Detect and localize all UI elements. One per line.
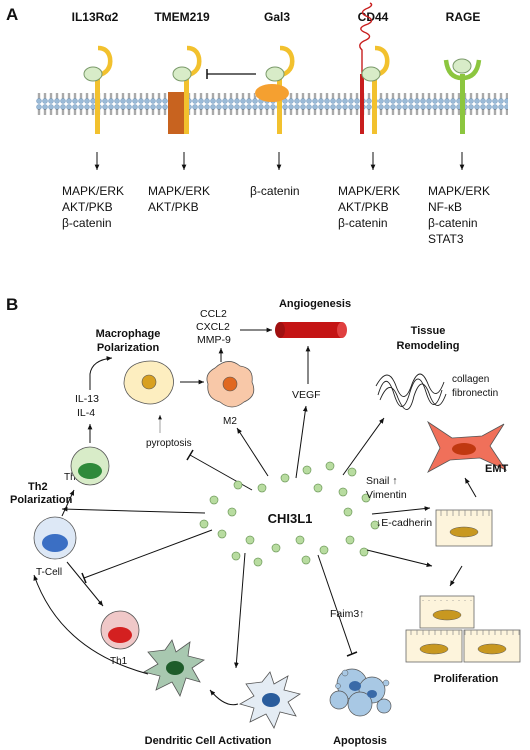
epithelial-cell bbox=[435, 509, 493, 547]
pathway-rage-4: STAT3 bbox=[428, 232, 464, 246]
proliferation-label: Proliferation bbox=[434, 673, 499, 685]
proliferating-cells bbox=[405, 595, 521, 663]
epithelial-to-proliferation-arrow bbox=[449, 565, 463, 587]
ccl2-label: CCL2 bbox=[200, 308, 227, 320]
pathway-cd44-1: MAPK/ERK bbox=[338, 184, 400, 198]
receptor-name-gal3: Gal3 bbox=[264, 10, 290, 24]
chi3l1-ligand bbox=[172, 66, 192, 82]
m2-label: M2 bbox=[223, 416, 237, 427]
rage-receptor bbox=[443, 58, 482, 134]
immature-dendritic-cell bbox=[238, 671, 301, 729]
dc-to-tcell-arrow bbox=[33, 574, 149, 675]
pathway-cd44-3: β-catenin bbox=[338, 216, 388, 230]
pathway-il13-2: AKT/PKB bbox=[62, 200, 113, 214]
macrophage-polarization-line2: Polarization bbox=[97, 342, 160, 354]
chi3l1-molecules bbox=[199, 461, 380, 567]
panel-a-label: A bbox=[6, 5, 18, 24]
chi3l1-inhibits-pyroptosis bbox=[189, 454, 253, 491]
receptor-name-cd44: CD44 bbox=[358, 10, 389, 24]
faim3-label: Faim3↑ bbox=[330, 608, 364, 620]
chi3l1-ligand bbox=[265, 66, 285, 82]
cytokines-to-macrophage-arrow bbox=[89, 356, 113, 390]
chi3l1-to-dc-arrow bbox=[234, 552, 246, 669]
angiogenesis-label: Angiogenesis bbox=[279, 298, 351, 310]
chi3l1-ligand bbox=[361, 66, 381, 82]
chi3l1-to-remodeling-arrow bbox=[342, 417, 385, 476]
m2-macrophage bbox=[206, 361, 255, 408]
chi3l1-inhibits-tcell bbox=[83, 529, 213, 579]
blood-vessel bbox=[275, 322, 347, 338]
gal3-receptor bbox=[255, 45, 295, 134]
m0-macrophage bbox=[123, 360, 174, 405]
apoptosis-label: Apoptosis bbox=[333, 735, 387, 747]
pathway-il13-1: MAPK/ERK bbox=[62, 184, 124, 198]
il13-label: IL-13 bbox=[75, 393, 99, 405]
tcell-to-th1-arrow bbox=[66, 561, 104, 607]
pathway-tmem-2: AKT/PKB bbox=[148, 200, 199, 214]
epithelial-to-emt-arrow bbox=[464, 477, 477, 498]
tcell-to-th2-arrow bbox=[61, 489, 75, 517]
gal3-protein bbox=[255, 84, 289, 102]
il13ra2-receptor bbox=[83, 45, 113, 134]
th1-cell bbox=[100, 610, 140, 650]
macrophage-polarization-line1: Macrophage bbox=[96, 328, 161, 340]
chi3l1-to-vegf-arrow bbox=[295, 405, 308, 479]
tmem219-receptor bbox=[168, 45, 202, 134]
pathway-gal3-1: β-catenin bbox=[250, 184, 300, 198]
chi3l1-center-label: CHI3L1 bbox=[268, 511, 313, 526]
vegf-label: VEGF bbox=[292, 389, 321, 401]
vimentin-label: Vimentin bbox=[366, 489, 407, 501]
emt-mesenchymal-cell bbox=[427, 420, 508, 473]
fibronectin-label: fibronectin bbox=[452, 388, 498, 399]
snail-label: Snail ↑ bbox=[366, 475, 398, 487]
mmp9-label: MMP-9 bbox=[197, 334, 231, 346]
pathway-rage-3: β-catenin bbox=[428, 216, 478, 230]
cxcl2-label: CXCL2 bbox=[196, 321, 230, 333]
t-cell bbox=[33, 516, 77, 560]
receptor-name-rage: RAGE bbox=[446, 10, 481, 24]
th2-label: Th2 bbox=[64, 472, 82, 483]
apoptotic-cell bbox=[329, 668, 392, 717]
receptor-name-tmem219: TMEM219 bbox=[154, 10, 210, 24]
pathway-rage-1: MAPK/ERK bbox=[428, 184, 490, 198]
dendritic-activation-label: Dendritic Cell Activation bbox=[145, 735, 272, 747]
collagen-label: collagen bbox=[452, 374, 489, 385]
chi3l1-to-proliferation-arrow bbox=[366, 549, 433, 568]
chi3l1-ligand bbox=[452, 58, 472, 74]
pathway-il13-3: β-catenin bbox=[62, 216, 112, 230]
pyroptosis-label: pyroptosis bbox=[146, 438, 192, 449]
receptor-name-il13ra2: IL13Rα2 bbox=[72, 10, 119, 24]
chi3l1-inhibits-apoptosis bbox=[317, 554, 353, 655]
chi3l1-to-th2-arrow bbox=[61, 506, 206, 514]
th2-cell bbox=[70, 446, 110, 486]
panel-b-label: B bbox=[6, 295, 18, 314]
chi3l1-to-emt-arrow bbox=[371, 506, 431, 515]
il4-label: IL-4 bbox=[77, 407, 95, 419]
chi3l1-ligand bbox=[83, 66, 103, 82]
emt-label: EMT bbox=[485, 463, 509, 475]
tissue-remodeling-line2: Remodeling bbox=[397, 340, 460, 352]
th2-polarization-line2: Polarization bbox=[10, 494, 73, 506]
th1-label: Th1 bbox=[110, 656, 128, 667]
pathway-rage-2: NF-κB bbox=[428, 200, 462, 214]
chi3l1-to-m2-arrow bbox=[236, 427, 269, 477]
cd44-receptor bbox=[359, 2, 390, 134]
ecadherin-label: ↓E-cadherin bbox=[376, 517, 432, 529]
activated-dendritic-cell bbox=[142, 639, 205, 697]
tcell-label: T-Cell bbox=[36, 567, 62, 578]
tissue-remodeling-line1: Tissue bbox=[411, 325, 446, 337]
collagen-fibers bbox=[375, 373, 447, 410]
dc-maturation-arrow bbox=[209, 689, 239, 706]
th2-polarization-line1: Th2 bbox=[28, 481, 48, 493]
pathway-cd44-2: AKT/PKB bbox=[338, 200, 389, 214]
pathway-tmem-1: MAPK/ERK bbox=[148, 184, 210, 198]
